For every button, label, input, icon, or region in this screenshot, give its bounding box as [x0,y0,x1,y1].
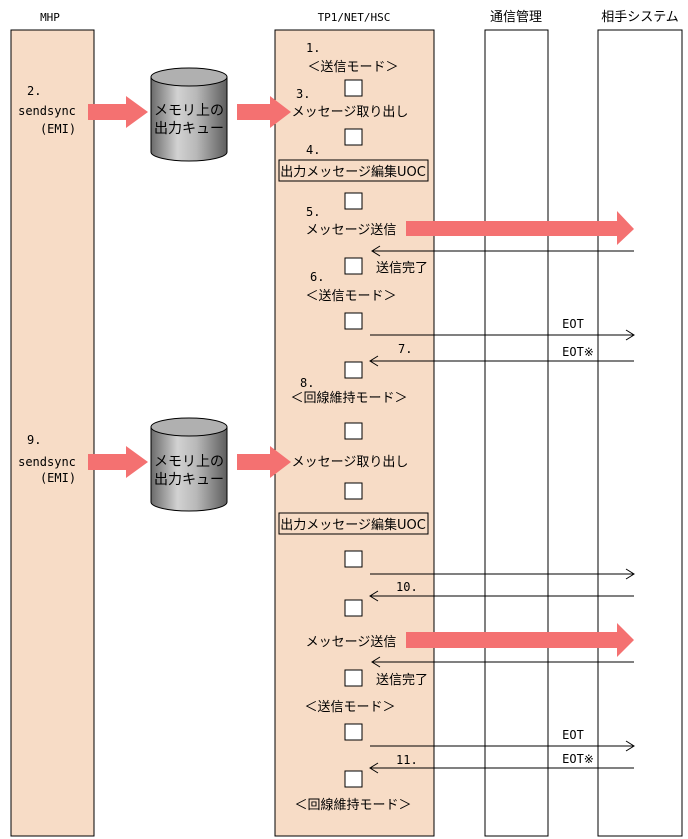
queue-label-line2: 出力キュー [154,472,224,488]
process-box [344,422,363,440]
emi-label-1: (EMI) [40,122,76,136]
step-2-number: 2. [27,84,41,98]
step-1-number: 1. [306,41,320,55]
arrow-mhp-to-queue-1 [88,96,148,128]
process-box [344,312,363,330]
take-out-label-2: メッセージ取り出し [292,455,409,470]
eot-star-label-2: EOT※ [562,752,594,766]
step-9-number: 9. [27,433,41,447]
message-send-label-1: メッセージ送信 [306,223,397,238]
send-complete-label-1: 送信完了 [376,261,428,276]
eot-label-1: EOT [562,317,584,331]
uoc-label-2: 出力メッセージ編集UOC [280,517,426,533]
arrow-mhp-to-queue-2 [88,446,148,478]
send-mode-label-2: ＜送信モード＞ [305,289,396,304]
step-8-number: 8. [300,376,314,390]
step-11-number: 11. [396,753,418,767]
process-box [344,723,363,741]
mhp-lifeline [10,29,95,837]
process-box [344,192,363,210]
process-box [344,257,363,275]
process-box [344,128,363,146]
step-7-number: 7. [398,342,412,356]
message-send-arrow-1 [406,211,634,245]
column-header-remote: 相手システム [601,10,679,25]
line-keep-label-2: ＜回線維持モード＞ [294,797,411,813]
comm-lifeline [484,29,549,837]
process-box [344,550,363,568]
send-complete-label-2: 送信完了 [376,673,428,688]
process-box [344,79,363,97]
column-header-tp1: TP1/NET/HSC [318,11,391,24]
process-box [344,770,363,788]
take-out-label-1: メッセージ取り出し [292,105,409,120]
remote-lifeline [597,29,683,837]
uoc-box-1 [278,159,429,182]
queue-label-line1: メモリ上の [154,454,224,470]
process-box [344,361,363,379]
queue-label-line1: メモリ上の [154,103,224,119]
uoc-box-2 [278,512,429,535]
eot-star-label-1: EOT※ [562,345,594,359]
output-queue-cylinder-2: メモリ上の 出力キュー [150,417,228,512]
emi-label-2: (EMI) [40,471,76,485]
sendsync-label-1: sendsync [18,104,76,118]
message-send-arrow-2 [406,623,634,657]
send-mode-label-3: ＜送信モード＞ [304,700,395,715]
step-4-number: 4. [306,143,320,157]
process-box [344,669,363,687]
eot-label-2: EOT [562,728,584,742]
step-3-number: 3. [296,87,310,101]
message-send-label-2: メッセージ送信 [306,635,397,650]
output-queue-cylinder-1: メモリ上の 出力キュー [150,67,228,162]
uoc-label-1: 出力メッセージ編集UOC [280,164,426,180]
column-header-comm: 通信管理 [490,10,542,25]
line-keep-label-1: ＜回線維持モード＞ [290,390,407,406]
step-10-number: 10. [396,580,418,594]
process-box [344,482,363,500]
send-mode-label-1: ＜送信モード＞ [307,60,398,75]
arrow-queue-to-tp1-2 [237,446,291,478]
queue-label-line2: 出力キュー [154,121,224,137]
arrow-queue-to-tp1-1 [237,96,291,128]
step-6-number: 6. [310,270,324,284]
column-header-mhp: MHP [40,11,60,24]
step-5-number: 5. [306,205,320,219]
sendsync-label-2: sendsync [18,455,76,469]
process-box [344,599,363,617]
